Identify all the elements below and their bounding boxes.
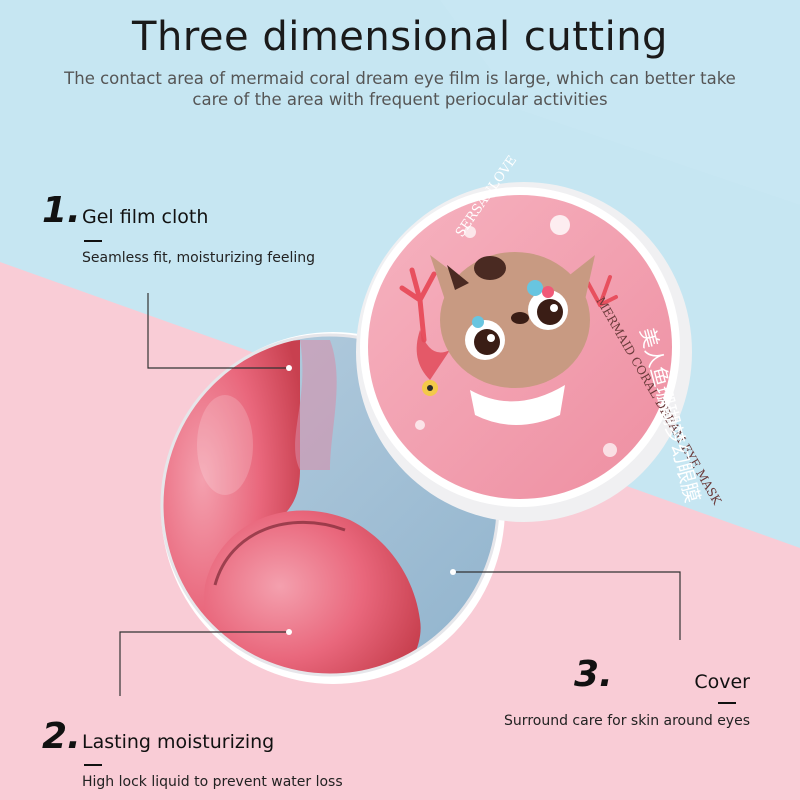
- leader-lines: [119, 293, 681, 696]
- feature-1-divider: [84, 240, 102, 242]
- background-accent: [440, 0, 800, 205]
- leader-line-3: [454, 571, 681, 640]
- feature-1-number: 1.: [42, 190, 81, 231]
- leader-dot-2: [286, 629, 292, 635]
- feature-2-number: 2.: [42, 716, 81, 757]
- feature-3-number: 3.: [574, 654, 613, 695]
- feature-2-description: High lock liquid to prevent water loss: [82, 774, 343, 790]
- feature-3-divider: [718, 702, 736, 704]
- feature-2-divider: [84, 764, 102, 766]
- leader-line-2: [119, 631, 288, 696]
- feature-1-description: Seamless fit, moisturizing feeling: [82, 250, 316, 266]
- leader-dot-1: [286, 365, 292, 371]
- page-subtitle: The contact area of mermaid coral dream …: [64, 69, 736, 109]
- feature-1-title: Gel film cloth: [82, 206, 209, 228]
- page-title: Three dimensional cutting: [132, 14, 668, 60]
- leader-line-1: [147, 293, 287, 369]
- leader-dot-3: [450, 569, 456, 575]
- feature-2-title: Lasting moisturizing: [82, 731, 275, 753]
- feature-3-title: Cover: [694, 671, 750, 693]
- feature-3-description: Surround care for skin around eyes: [504, 713, 750, 729]
